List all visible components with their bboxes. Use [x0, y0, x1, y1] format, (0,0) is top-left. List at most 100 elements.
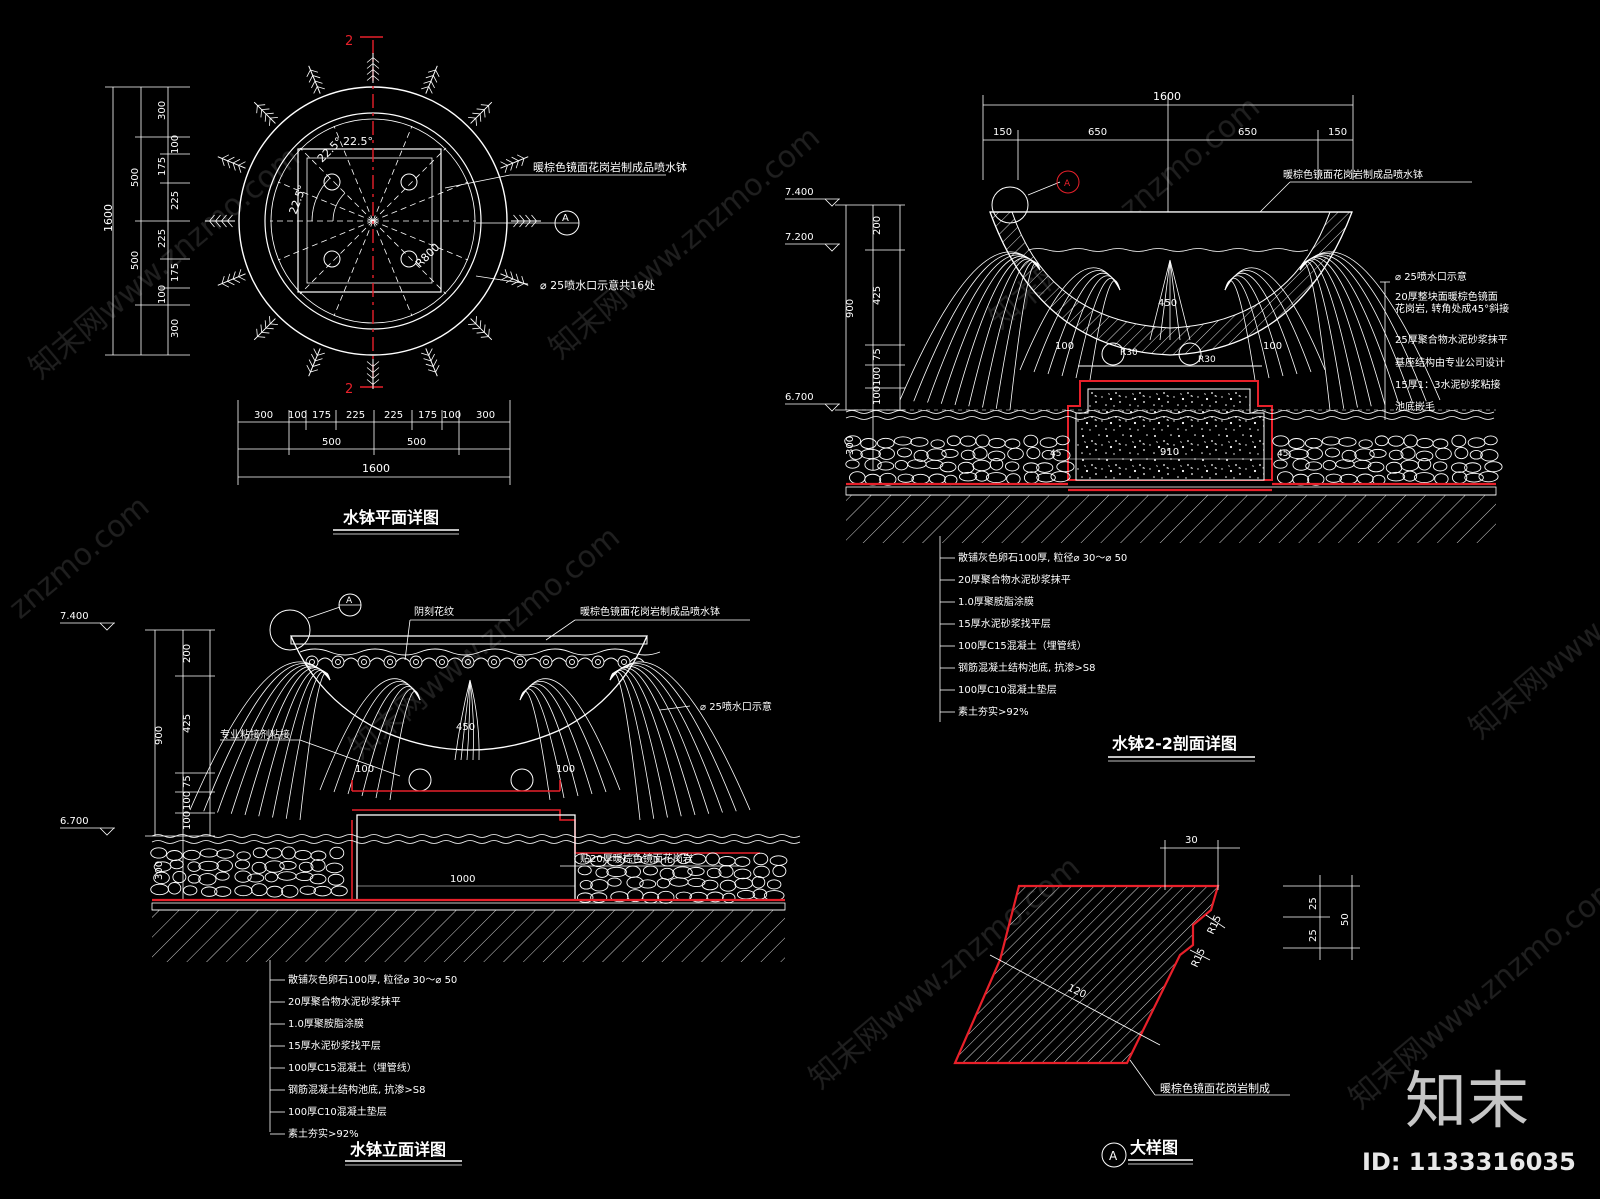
pebble [327, 873, 345, 886]
pebble [215, 871, 230, 881]
elevation-layer: 100厚C10混凝土垫层 [288, 1105, 387, 1118]
pebble [1353, 459, 1372, 470]
scroll-motif [465, 659, 471, 665]
spray-jet [609, 668, 682, 817]
pebble [216, 859, 233, 872]
plan-nozzle [306, 65, 325, 94]
pebble [1454, 447, 1469, 460]
pebble [1387, 435, 1405, 447]
plan-dim-label: 300 [170, 319, 181, 338]
pebble [214, 886, 232, 897]
elevation-dim-label: 425 [182, 714, 193, 733]
pebble [988, 437, 1006, 449]
scroll-motif [543, 659, 549, 665]
scroll-motif [499, 657, 515, 663]
plan-nozzle [217, 269, 246, 288]
elevation-note: 贴20厚暖棕色镜面花岗岩 [580, 852, 693, 865]
watermark-text: 知末网www.znzmo.com [343, 520, 627, 766]
pebble [718, 865, 734, 878]
pebble [669, 877, 689, 887]
level-triangle [824, 243, 840, 252]
plan-dim-label: 100 [157, 285, 168, 304]
elevation-inner-dim: 100 [355, 764, 374, 775]
pebble [1367, 461, 1385, 473]
plan-nozzle-circle [400, 250, 418, 268]
plan-dim-label: 175 [157, 157, 168, 176]
elevation-note: 阴刻花纹 [414, 605, 454, 618]
support-ball [408, 768, 432, 792]
pebble [1467, 437, 1486, 448]
pebble [913, 449, 929, 462]
pebble [1304, 437, 1323, 449]
plan-nozzle-circle [323, 250, 341, 268]
callout-letter: A [1064, 179, 1071, 189]
plan-dim-label: 100 [442, 410, 461, 421]
pebble [265, 847, 283, 859]
pebble [1023, 462, 1040, 473]
elevation-pedestal [356, 814, 576, 901]
level-label: 6.700 [60, 816, 89, 827]
support-ball [510, 768, 534, 792]
pebble [216, 849, 235, 859]
section-layer: 100厚C10混凝土垫层 [958, 683, 1057, 696]
section-dim-label: 100 [872, 386, 883, 405]
section-dim-label: 200 [872, 216, 883, 235]
section-layers: 散铺灰色卵石100厚, 粒径⌀ 30～⌀ 5020厚聚合物水泥砂浆抹平1.0厚聚… [940, 551, 1127, 718]
detail-circle [269, 609, 311, 651]
carved-wave [299, 648, 661, 656]
pebble [1307, 472, 1325, 486]
pebble [234, 859, 250, 870]
section-pebbles [844, 434, 1503, 486]
section-mark-bottom: 2 [345, 382, 353, 397]
elevation-inner-dim: 1000 [450, 874, 475, 885]
pebble [1004, 461, 1020, 472]
pebble [623, 854, 643, 864]
section-dim-label: 100 [872, 367, 883, 386]
spray-jet [913, 253, 1041, 402]
spray-jet [1224, 267, 1326, 371]
pebble [1288, 438, 1305, 449]
pebble [169, 859, 184, 870]
level-triangle [824, 403, 840, 412]
elevation-bowl [290, 635, 648, 751]
section-mark-top: 2 [345, 34, 353, 49]
pebble [1272, 435, 1290, 447]
plan-dim-label: 500 [130, 251, 141, 270]
pebble [310, 850, 327, 861]
plan-nozzle [366, 53, 380, 83]
pebble [277, 871, 297, 881]
pebble [640, 855, 659, 865]
support-ball [1178, 342, 1202, 366]
plan-dims-bottom [237, 400, 511, 485]
pebble [769, 855, 788, 866]
section-spray [899, 251, 1441, 411]
plan-dims-left [105, 86, 190, 356]
pebble [577, 892, 594, 903]
plan-dim-label: 300 [157, 101, 168, 120]
pebble [295, 871, 314, 882]
scroll-motif [621, 659, 627, 665]
pebble [736, 889, 756, 900]
pebble [958, 471, 978, 482]
plan-dim-total: 1600 [362, 462, 390, 475]
pebble [1277, 449, 1291, 460]
scroll-motif [473, 657, 489, 663]
pebble [299, 885, 317, 895]
plan-nozzle [253, 316, 278, 341]
pebble [1306, 447, 1323, 460]
pebble [972, 459, 991, 472]
pebble [928, 473, 946, 485]
section-dim-label: 900 [845, 299, 856, 318]
pebble [1356, 473, 1374, 485]
pebble [844, 435, 862, 447]
detail-dim: 25 [1308, 897, 1319, 910]
angle-label: 22.5° [315, 135, 345, 165]
section-dim-total: 1600 [1153, 90, 1181, 103]
section-note: 暖棕色镜面花岗岩制成品喷水钵 [1283, 168, 1423, 181]
elevation-layer: 20厚聚合物水泥砂浆抹平 [288, 995, 401, 1008]
soil-hatch [846, 495, 1496, 543]
pebble [941, 448, 959, 458]
pebble [187, 861, 201, 872]
pebble [610, 891, 629, 903]
